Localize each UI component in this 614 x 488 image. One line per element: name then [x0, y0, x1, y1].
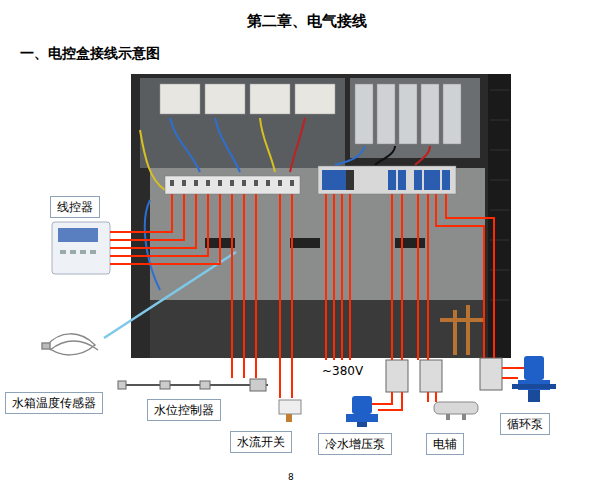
copper-pipes: [440, 305, 485, 355]
component-name: 冷水增压泵: [325, 437, 385, 451]
label-box: 水流开关: [230, 431, 292, 453]
component-name: 水箱温度传感器: [12, 396, 96, 410]
label-box: 水位控制器: [147, 399, 221, 421]
section-heading: 一、电控盒接线示意图: [20, 45, 160, 63]
wire-controller-picture: [52, 222, 110, 274]
grille-slots: [490, 90, 509, 300]
terminal-strip-right: [318, 166, 456, 194]
mounting-plate: [150, 168, 485, 303]
label-box: 线控器: [50, 196, 100, 218]
label-box: 电辅: [426, 433, 464, 455]
tank-sensor-picture: [42, 334, 98, 355]
page-title: 第二章、电气接线: [0, 12, 614, 31]
terminal-strip-left: [165, 176, 300, 194]
component-name: 水流开关: [237, 435, 285, 449]
relays: [160, 84, 335, 114]
component-name: 电辅: [433, 437, 457, 451]
terminal-screws-left: [170, 180, 294, 186]
wiring-lines: [110, 194, 524, 410]
label-box: 水箱温度传感器: [5, 392, 103, 414]
terminal-blocks-right: [322, 170, 450, 190]
external-contactors: [386, 358, 502, 392]
booster-pump-picture: [346, 396, 378, 427]
label-box: 循环泵: [500, 413, 550, 435]
contactor-area: [350, 78, 480, 158]
circulation-pump-picture: [512, 356, 556, 402]
control-box-photo: [131, 74, 511, 358]
component-name: 水位控制器: [154, 403, 214, 417]
contactors: [355, 84, 461, 144]
water-level-picture: [118, 379, 268, 391]
component-name: 循环泵: [507, 417, 543, 431]
heater-picture: [434, 402, 478, 420]
component-name: 线控器: [57, 200, 93, 214]
label-box: 冷水增压泵: [318, 433, 392, 455]
flow-switch-picture: [279, 400, 301, 422]
voltage-label: ~380V: [322, 364, 363, 378]
side-grille: [488, 74, 511, 358]
lower-area: [150, 300, 485, 358]
page-number: 8: [288, 472, 294, 482]
